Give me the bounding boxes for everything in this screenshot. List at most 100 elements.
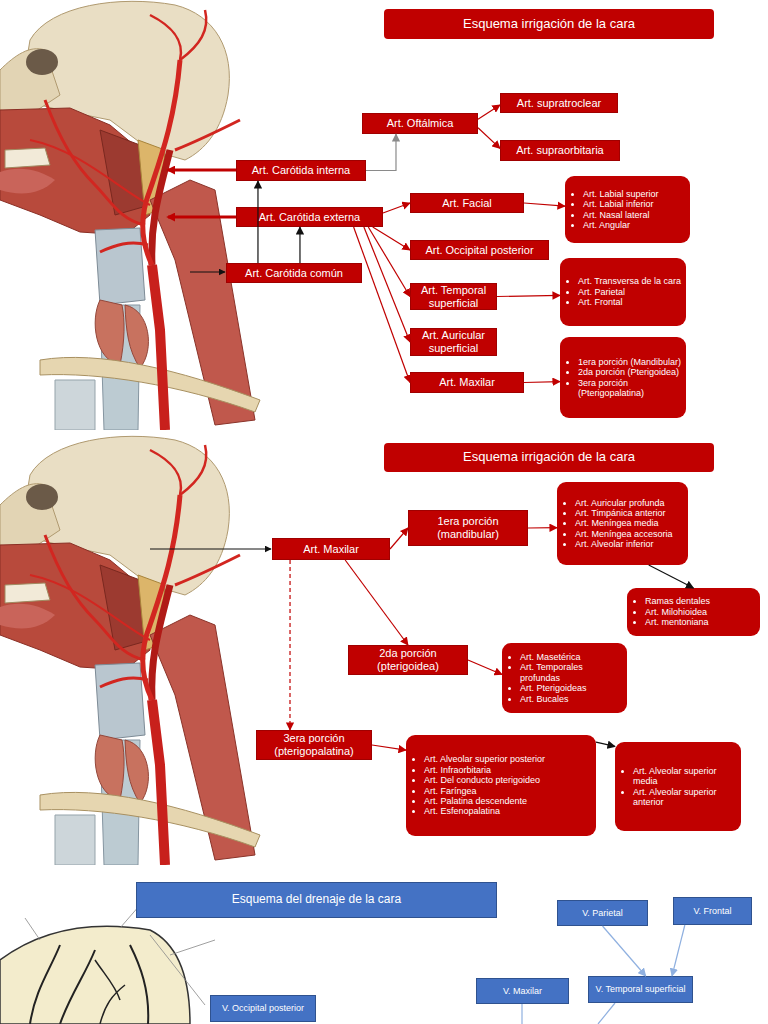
connector-arrow (528, 527, 557, 529)
connector-arrow (596, 742, 615, 746)
list-item: Art. Auricular profunda (575, 498, 673, 508)
bullet-list: Art. Alveolar superior posteriorArt. Inf… (410, 754, 545, 816)
list-item: Art. Alveolar superior media (633, 766, 737, 787)
connector-arrow (299, 227, 300, 263)
list-item: Art. Nasal lateral (583, 210, 659, 220)
head-neck-illustration (0, 436, 260, 865)
connector-arrow (373, 227, 410, 250)
list-item: Art. Frontal (578, 297, 681, 307)
list-item: Art. Labial superior (583, 189, 659, 199)
node-label: Art. Maxilar (439, 376, 495, 389)
skull-vein-sketch (0, 905, 215, 1024)
connector-arrow (524, 381, 560, 383)
list-item: Art. Bucales (520, 694, 623, 704)
connector-arrow (524, 203, 565, 206)
connector-arrow (497, 295, 560, 296)
node-label: Art. Carótida interna (252, 164, 350, 177)
node-label: Art. Carótida común (245, 267, 343, 280)
list-item: Art. Alveolar superior posterior (424, 754, 545, 764)
branch-list: 1era porción (Mandibular)2da porción (Pt… (560, 337, 686, 418)
list-item: Art. Pterigoideas (520, 683, 623, 693)
artery-box: Art. Carótida común (226, 263, 362, 283)
vein-box: V. Temporal superficial (588, 976, 693, 1003)
list-item: Art. Faríngea (424, 786, 545, 796)
connector-arrow (366, 134, 396, 171)
artery-box: Art. Auricular superficial (410, 328, 497, 356)
bullet-list: Art. Auricular profundaArt. Timpánica an… (561, 498, 673, 550)
node-label: V. Frontal (693, 906, 731, 916)
artery-box: 2da porción (pterigoidea) (348, 645, 468, 675)
list-item: Art. Angular (583, 220, 659, 230)
bullet-list: 1era porción (Mandibular)2da porción (Pt… (564, 357, 682, 398)
node-label: Art. Maxilar (303, 543, 359, 556)
list-item: Art. Esfenopalatina (424, 806, 545, 816)
leader-arrow (168, 169, 236, 172)
node-label: 1era porción (mandibular) (412, 515, 524, 540)
connector-arrow (345, 560, 408, 645)
leader-arrow (150, 549, 271, 550)
list-item: Art. Infraorbitaria (424, 765, 545, 775)
vein-box: V. Parietal (557, 900, 648, 926)
bullet-list: Art. Alveolar superior mediaArt. Alveola… (619, 766, 737, 807)
connector-arrow (672, 925, 685, 976)
artery-box: Art. Maxilar (410, 372, 524, 393)
list-item: Ramas dentales (645, 596, 710, 606)
branch-list: Art. Alveolar superior posteriorArt. Inf… (406, 735, 596, 836)
node-label: Art. Temporal superficial (414, 284, 493, 309)
section-title: Esquema irrigación de la cara (384, 9, 714, 39)
list-item: Art. Alveolar superior anterior (633, 787, 737, 808)
connector-arrow (289, 560, 290, 730)
section-title: Esquema irrigación de la cara (384, 443, 714, 472)
node-label: Art. supratroclear (517, 97, 601, 110)
vein-box: V. Maxilar (476, 978, 569, 1004)
connector-arrow (649, 565, 694, 588)
branch-list: Art. MasetéricaArt. Temporales profundas… (502, 643, 627, 713)
branch-list: Art. Alveolar superior mediaArt. Alveola… (615, 742, 741, 831)
bullet-list: Art. MasetéricaArt. Temporales profundas… (506, 652, 623, 704)
list-item: Art. Meníngea media (575, 518, 673, 528)
artery-box: Art. supraorbitaria (500, 140, 620, 161)
artery-box: 1era porción (mandibular) (408, 510, 528, 546)
connector-arrow (478, 105, 500, 119)
artery-box: Art. Oftálmica (362, 113, 478, 134)
connector-arrow (390, 528, 408, 549)
bullet-list: Art. Labial superiorArt. Labial inferior… (569, 189, 659, 230)
list-item: Art. Masetérica (520, 652, 623, 662)
node-label: Art. Oftálmica (387, 117, 454, 130)
list-item: Art. Parietal (578, 287, 681, 297)
list-item: Art. Meníngea accesoria (575, 529, 673, 539)
artery-box: Art. Facial (410, 193, 524, 213)
node-label: Art. Auricular superficial (414, 329, 493, 354)
list-item: 3era porción (Pterigopalatina) (578, 378, 682, 399)
connector-arrow (468, 660, 502, 675)
node-label: V. Occipital posterior (222, 1003, 304, 1013)
leader-arrow (168, 216, 236, 219)
connector-arrow (364, 227, 410, 342)
node-label: 3era porción (pterigopalatina) (260, 732, 368, 757)
connector-arrow (383, 203, 410, 213)
connector-arrow (372, 745, 406, 750)
node-label: Art. Facial (442, 197, 492, 210)
list-item: Art. Palatina descendente (424, 796, 545, 806)
list-item: Art. Temporales profundas (520, 662, 623, 683)
node-label: Esquema del drenaje de la cara (232, 893, 401, 907)
connector-arrow (478, 128, 500, 149)
node-label: V. Maxilar (503, 986, 542, 996)
connector-arrow (354, 227, 410, 383)
node-label: Art. Carótida externa (259, 211, 361, 224)
branch-list: Art. Transversa de la caraArt. ParietalA… (560, 258, 686, 326)
list-item: Art. Del conducto pterigoideo (424, 775, 545, 785)
branch-list: Ramas dentalesArt. MilohioideaArt. mento… (627, 588, 760, 636)
vein-line (521, 1004, 522, 1024)
leader-arrow (190, 272, 225, 273)
node-label: Esquema irrigación de la cara (463, 450, 635, 465)
artery-box: Art. supratroclear (500, 93, 618, 113)
artery-box: Art. Carótida interna (236, 160, 366, 181)
branch-list: Art. Auricular profundaArt. Timpánica an… (557, 482, 688, 565)
connector-arrow (257, 181, 258, 263)
section-title: Esquema del drenaje de la cara (136, 882, 497, 918)
artery-box: Art. Maxilar (272, 538, 390, 560)
vein-line (598, 1003, 615, 1024)
node-label: 2da porción (pterigoidea) (352, 647, 464, 672)
